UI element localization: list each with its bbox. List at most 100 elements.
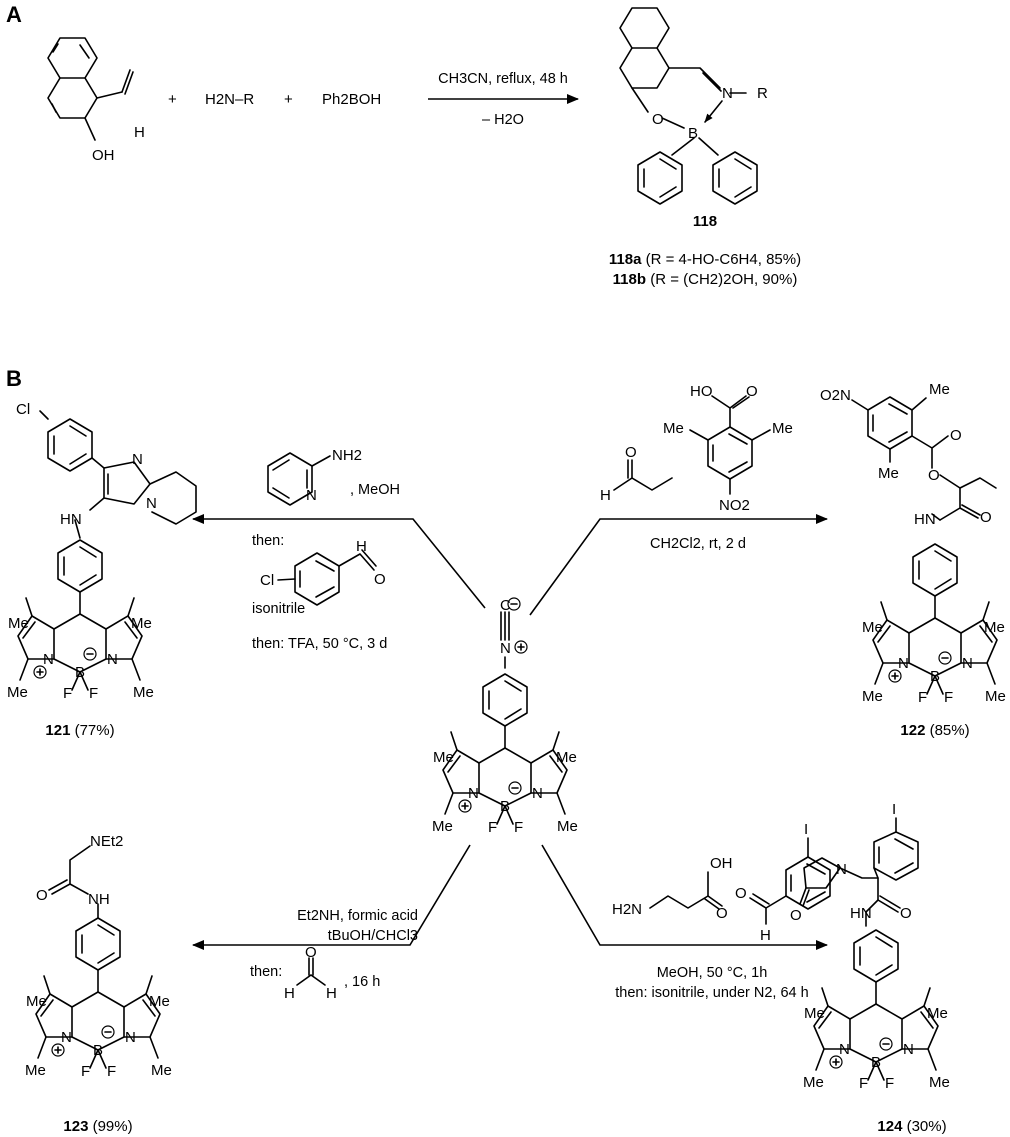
compound-124-structure — [799, 817, 939, 1081]
arrow-to-123 — [192, 844, 471, 950]
atom-b: B — [93, 1042, 103, 1059]
atom-n: N — [903, 1041, 914, 1058]
atom-me: Me — [433, 749, 454, 766]
atom-me: Me — [25, 1062, 46, 1079]
atom-ho: HO — [690, 383, 713, 400]
atom-me: Me — [927, 1005, 948, 1022]
atom-n: N — [722, 85, 733, 102]
condition-then: then: — [250, 964, 282, 980]
beta-alanine-structure — [649, 871, 723, 910]
atom-n: N — [125, 1029, 136, 1046]
atom-me: Me — [878, 465, 899, 482]
condition-solvent: tBuOH/CHCl3 — [328, 928, 418, 944]
atom-f: F — [107, 1063, 116, 1080]
atom-o: O — [928, 467, 940, 484]
atom-b: B — [930, 668, 940, 685]
arrow-to-124 — [541, 844, 828, 950]
atom-no2: NO2 — [719, 497, 750, 514]
atom-me: Me — [149, 993, 170, 1010]
atom-n: N — [468, 785, 479, 802]
arrow-to-121 — [192, 514, 486, 609]
condition-then-tfa: then: TFA, 50 °C, 3 d — [252, 636, 387, 652]
atom-h: H — [600, 487, 611, 504]
atom-r: R — [757, 85, 768, 102]
condition-then: then: — [252, 533, 284, 549]
atom-me: Me — [133, 684, 154, 701]
atom-cl: Cl — [16, 401, 30, 418]
atom-hn: HN — [850, 905, 872, 922]
atom-n: N — [836, 861, 847, 878]
isonitrile-reagent: isonitrile — [252, 601, 305, 617]
isonitrile-carbon: C — [500, 597, 511, 614]
atom-o: O — [735, 885, 747, 902]
condition-then-isonitrile: then: isonitrile, under N2, 64 h — [615, 985, 808, 1001]
aminopyridine-structure — [267, 452, 331, 506]
atom-h2n: H2N — [612, 901, 642, 918]
product-118-structure — [619, 7, 747, 156]
condition-ch2cl2: CH2Cl2, rt, 2 d — [650, 536, 746, 552]
condition-top: CH3CN, reflux, 48 h — [438, 71, 568, 87]
atom-h: H — [134, 124, 145, 141]
atom-f: F — [81, 1063, 90, 1080]
atom-cl: Cl — [260, 572, 274, 589]
atom-nh2: NH2 — [332, 447, 362, 464]
arrow-to-122 — [529, 514, 828, 616]
atom-n: N — [532, 785, 543, 802]
atom-me: Me — [804, 1005, 825, 1022]
atom-f: F — [488, 819, 497, 836]
atom-f: F — [859, 1075, 868, 1092]
compound-124-label: 124 (30%) — [877, 1118, 946, 1135]
atom-o: O — [980, 509, 992, 526]
atom-me: Me — [131, 615, 152, 632]
atom-n: N — [132, 451, 143, 468]
atom-oh: OH — [92, 147, 115, 164]
atom-net2: NEt2 — [90, 833, 123, 850]
isonitrile-bodipy-structure — [442, 597, 568, 825]
atom-o: O — [36, 887, 48, 904]
isonitrile-nitrogen: N — [500, 640, 511, 657]
atom-h: H — [326, 985, 337, 1002]
atom-me: Me — [556, 749, 577, 766]
atom-n: N — [43, 651, 54, 668]
atom-me: Me — [929, 1074, 950, 1091]
atom-o: O — [900, 905, 912, 922]
compound-121-label: 121 (77%) — [45, 722, 114, 739]
atom-o: O — [374, 571, 386, 588]
atom-n: N — [839, 1041, 850, 1058]
atom-f: F — [514, 819, 523, 836]
borinic-acid-reagent: Ph2BOH — [322, 91, 381, 108]
atom-f: F — [885, 1075, 894, 1092]
atom-o: O — [790, 907, 802, 924]
amine-reagent: H2N–R — [205, 91, 254, 108]
atom-i: I — [804, 821, 808, 838]
atom-h: H — [760, 927, 771, 944]
naphthaldehyde-structure — [47, 37, 134, 141]
atom-me: Me — [557, 818, 578, 835]
atom-me: Me — [26, 993, 47, 1010]
nitrobenzoic-acid-structure — [689, 395, 771, 495]
atom-nh: NH — [88, 891, 110, 908]
atom-me: Me — [862, 688, 883, 705]
atom-b: B — [688, 125, 698, 142]
compound-123-structure — [35, 845, 161, 1069]
product-118b-line: 118b (R = (CH2)2OH, 90%) — [613, 271, 798, 288]
compound-123-label: 123 (99%) — [63, 1118, 132, 1135]
atom-oh: OH — [710, 855, 733, 872]
atom-n: N — [306, 487, 317, 504]
atom-n: N — [146, 495, 157, 512]
atom-n: N — [898, 655, 909, 672]
atom-n: N — [962, 655, 973, 672]
atom-me: Me — [151, 1062, 172, 1079]
formaldehyde-structure — [296, 957, 326, 986]
atom-me: Me — [8, 615, 29, 632]
atom-f: F — [89, 685, 98, 702]
atom-o: O — [625, 444, 637, 461]
condition-time: , 16 h — [344, 974, 380, 990]
atom-me: Me — [929, 381, 950, 398]
product-118-label: 118 — [693, 213, 717, 230]
iodobenzaldehyde-structure — [749, 837, 831, 925]
atom-me: Me — [772, 420, 793, 437]
condition-et2nh: Et2NH, formic acid — [297, 908, 418, 924]
product-118a-line: 118a (R = 4-HO-C6H4, 85%) — [609, 251, 801, 268]
atom-o: O — [305, 944, 317, 961]
